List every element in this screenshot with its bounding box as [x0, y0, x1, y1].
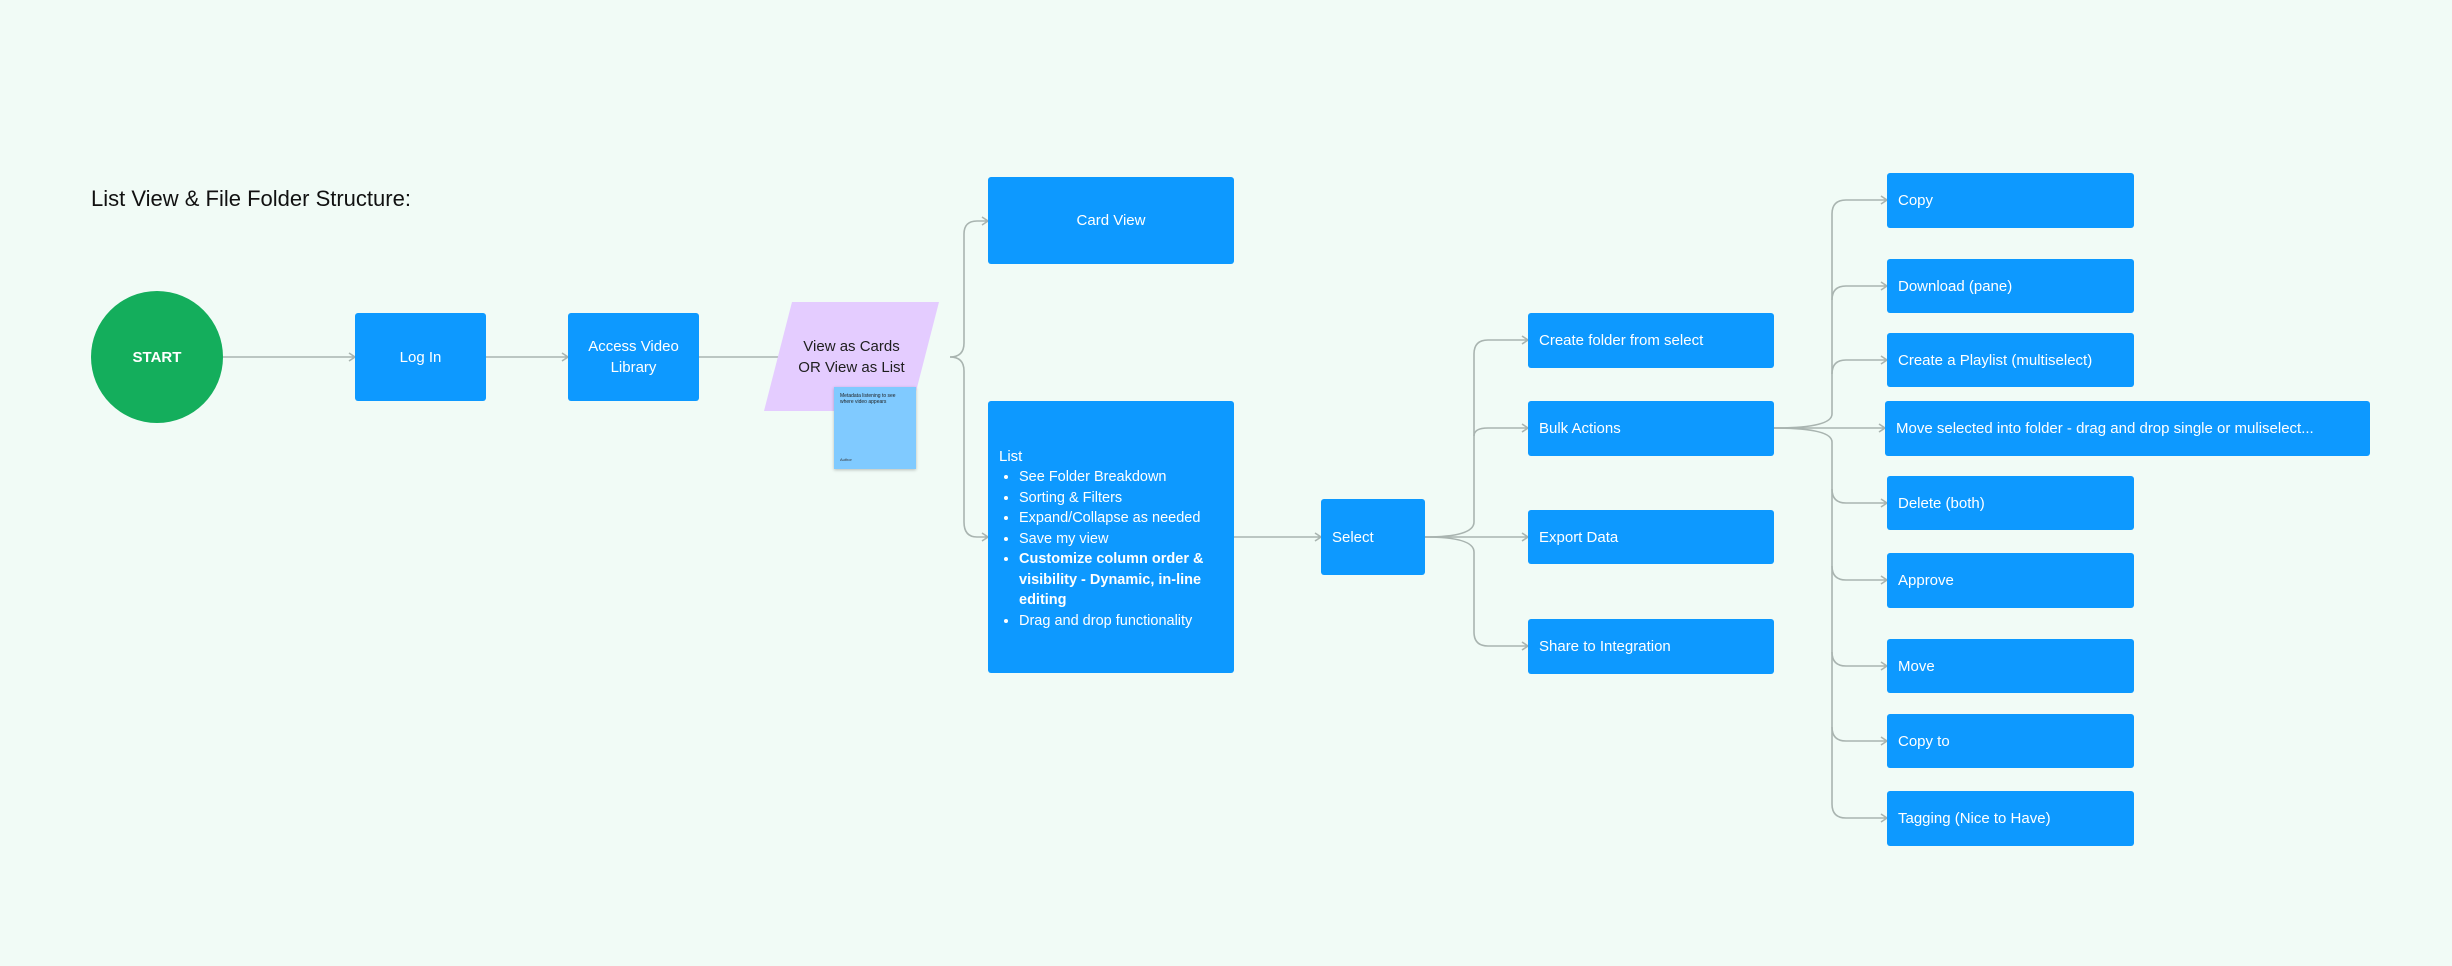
connector-bulk-moveselected [1774, 423, 1887, 433]
create-folder-node[interactable]: Create folder from select [1528, 313, 1774, 368]
bulk-tagging-label: Tagging (Nice to Have) [1898, 810, 2051, 827]
connector-view-cardview [949, 216, 990, 358]
bulk-copy-node[interactable]: Copy [1887, 173, 2134, 228]
bulk-delete-label: Delete (both) [1898, 494, 1985, 512]
view-as-line-2: OR View as List [798, 358, 905, 376]
sticky-note-text: Metadata listening to see where video ap… [840, 393, 896, 405]
list-feature-item: Save my view [1019, 529, 1223, 550]
bulk-create-playlist-node[interactable]: Create a Playlist (multiselect) [1887, 333, 2134, 387]
bulk-move-label: Move [1898, 657, 1935, 675]
export-data-node[interactable]: Export Data [1528, 510, 1774, 564]
bulk-move-selected-label: Move selected into folder - drag and dro… [1896, 420, 2314, 437]
connector-login-access [486, 352, 570, 362]
start-label: START [132, 348, 182, 366]
list-feature-item: See Folder Breakdown [1019, 467, 1223, 488]
select-node[interactable]: Select [1321, 499, 1425, 575]
card-view-node[interactable]: Card View [988, 177, 1234, 264]
card-view-label: Card View [1076, 212, 1146, 229]
connector-bulk-download [1831, 281, 1889, 301]
bulk-copy-to-label: Copy to [1898, 732, 1950, 750]
connector-select-bulk [1473, 423, 1530, 437]
bulk-copy-label: Copy [1898, 192, 1934, 209]
list-feature-item: Drag and drop functionality [1019, 611, 1223, 632]
view-as-line-1: View as Cards [803, 337, 900, 355]
connector-bulk-delete [1773, 427, 1889, 823]
list-view-node[interactable]: List See Folder Breakdown Sorting & Filt… [988, 401, 1234, 673]
list-feature-item-bold: Customize column order & visibility - Dy… [1019, 549, 1223, 611]
sticky-note-author: Author [840, 457, 852, 462]
bulk-tagging-node[interactable]: Tagging (Nice to Have) [1887, 791, 2134, 846]
bulk-approve-node[interactable]: Approve [1887, 553, 2134, 608]
connector-bulk-copyto [1831, 726, 1889, 746]
list-title: List [999, 448, 1023, 465]
connector-list-select [1234, 532, 1323, 542]
log-in-node[interactable]: Log In [355, 313, 486, 401]
connector-select-export [1425, 532, 1530, 542]
bulk-download-label: Download (pane) [1898, 277, 2013, 295]
access-video-library-label: Access Video Library [588, 338, 679, 376]
connector-bulk-approve [1831, 565, 1889, 585]
connector-select-createfolder [1424, 335, 1530, 538]
select-label: Select [1332, 528, 1374, 546]
bulk-create-playlist-label: Create a Playlist (multiselect) [1898, 351, 2093, 369]
connector-select-share [1424, 536, 1530, 651]
log-in-label: Log In [399, 348, 442, 366]
connector-access-view [699, 352, 788, 362]
bulk-move-node[interactable]: Move [1887, 639, 2134, 693]
list-feature-item: Expand/Collapse as needed [1019, 508, 1223, 529]
sticky-note[interactable]: Metadata listening to see where video ap… [834, 387, 916, 469]
share-to-integration-node[interactable]: Share to Integration [1528, 619, 1774, 674]
connector-start-login [223, 352, 357, 362]
connector-bulk-delete-branch [1831, 488, 1889, 508]
list-features: See Folder Breakdown Sorting & Filters E… [999, 467, 1223, 631]
start-node[interactable]: START [91, 291, 223, 423]
list-feature-bold-text: Customize column order & visibility - Dy… [1019, 551, 1204, 608]
bulk-actions-node[interactable]: Bulk Actions [1528, 401, 1774, 456]
connector-bulk-playlist [1831, 355, 1889, 375]
bulk-actions-label: Bulk Actions [1539, 420, 1621, 437]
connector-bulk-copy [1773, 195, 1889, 429]
bulk-copy-to-node[interactable]: Copy to [1887, 714, 2134, 768]
bulk-approve-label: Approve [1898, 572, 1954, 589]
connector-bulk-move [1831, 651, 1889, 671]
list-feature-item: Sorting & Filters [1019, 488, 1223, 509]
bulk-move-selected-node[interactable]: Move selected into folder - drag and dro… [1885, 401, 2370, 456]
create-folder-label: Create folder from select [1539, 332, 1704, 349]
connector-view-list [949, 356, 990, 542]
share-to-integration-label: Share to Integration [1539, 638, 1671, 655]
diagram-title: List View & File Folder Structure: [91, 186, 411, 211]
export-data-label: Export Data [1539, 528, 1619, 546]
bulk-download-node[interactable]: Download (pane) [1887, 259, 2134, 313]
access-video-library-node[interactable]: Access Video Library [568, 313, 699, 401]
bulk-delete-node[interactable]: Delete (both) [1887, 476, 2134, 530]
